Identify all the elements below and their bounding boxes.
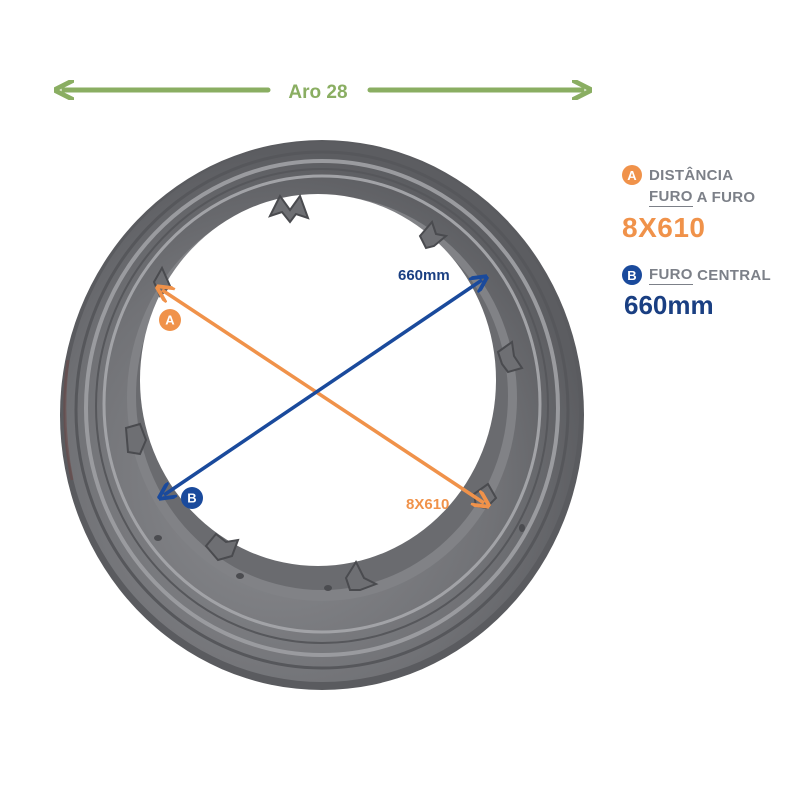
marker-a-letter: A [165, 312, 175, 327]
line-b-label: 660mm [398, 267, 450, 284]
line-b-center-hole [164, 280, 482, 495]
lug-tab [124, 422, 148, 456]
legend-b: B FURO CENTRAL 660mm [622, 264, 771, 321]
rim-size-label: Aro 28 [288, 82, 347, 103]
legend-b-badge: B [622, 265, 642, 285]
legend-a-title-line2-part2: A FURO [692, 188, 756, 206]
legend-a: A DISTÂNCIA FURO A FURO 8X610 [622, 164, 755, 244]
lug-tab [496, 340, 524, 374]
lug-tab [268, 193, 310, 224]
rim-size-dimension: Aro 28 [64, 82, 582, 103]
legend-b-value: 660mm [624, 290, 714, 320]
legend-b-title-part2: CENTRAL [692, 266, 771, 284]
legend-b-title-part1: FURO [649, 265, 693, 285]
marker-b-letter: B [187, 490, 196, 505]
lug-tab [204, 532, 240, 562]
wheel-rim-image [60, 140, 584, 690]
line-a-label: 8X610 [406, 496, 449, 513]
lug-tab [344, 559, 379, 591]
lug-tab [418, 220, 449, 250]
legend-a-badge: A [622, 165, 642, 185]
marker-b-circle [181, 487, 203, 509]
legend-a-title-line2-part1: FURO [649, 187, 693, 207]
legend-a-title-line1: DISTÂNCIA [649, 166, 734, 184]
legend-a-value: 8X610 [622, 212, 706, 243]
measurement-b: B 660mm [164, 267, 482, 509]
